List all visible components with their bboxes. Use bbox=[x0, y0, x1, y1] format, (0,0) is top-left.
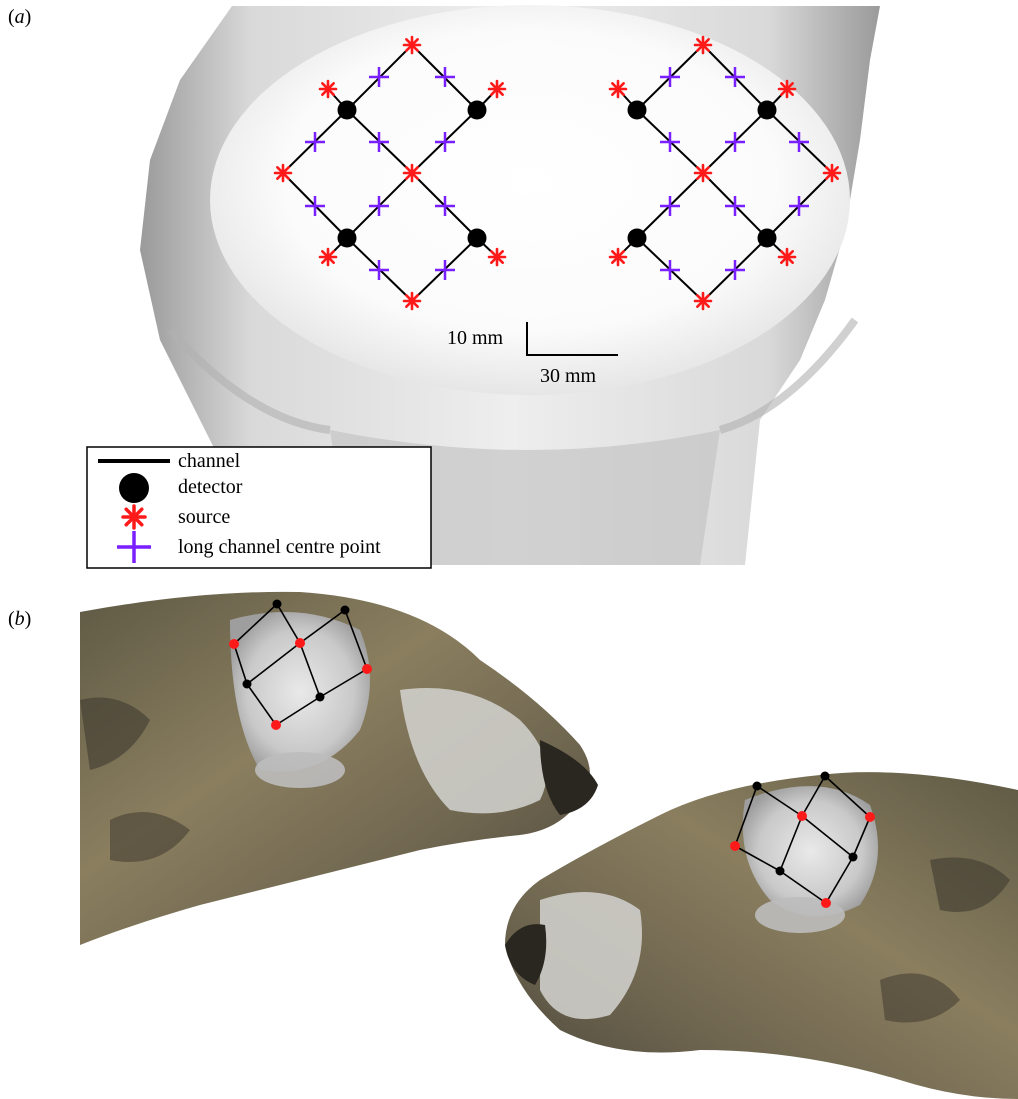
source-marker bbox=[695, 293, 711, 309]
source-marker bbox=[779, 249, 795, 265]
legend-label-detector: detector bbox=[178, 476, 243, 498]
source-marker bbox=[779, 81, 795, 97]
source-marker bbox=[865, 812, 875, 822]
source-marker bbox=[730, 841, 740, 851]
detector-marker bbox=[273, 600, 282, 609]
source-marker bbox=[295, 638, 305, 648]
detector-marker bbox=[758, 101, 777, 120]
source-marker bbox=[797, 811, 807, 821]
source-marker bbox=[695, 37, 711, 53]
seal-photo-right bbox=[505, 772, 1018, 1099]
legend-label-source: source bbox=[178, 506, 230, 528]
source-marker bbox=[824, 165, 840, 181]
detector-marker bbox=[628, 101, 647, 120]
source-marker bbox=[404, 293, 420, 309]
scale-label-30mm: 30 mm bbox=[540, 365, 597, 387]
legend-source-icon bbox=[123, 506, 145, 528]
detector-marker bbox=[468, 101, 487, 120]
source-marker bbox=[610, 249, 626, 265]
legend: channel detector source long channel cen… bbox=[87, 447, 431, 568]
source-marker bbox=[275, 165, 291, 181]
detector-marker bbox=[821, 772, 830, 781]
detector-marker bbox=[243, 680, 252, 689]
source-marker bbox=[320, 249, 336, 265]
detector-marker bbox=[341, 606, 350, 615]
legend-label-channel: channel bbox=[178, 450, 241, 472]
source-marker bbox=[320, 81, 336, 97]
detector-marker bbox=[468, 229, 487, 248]
detector-marker bbox=[338, 101, 357, 120]
detector-marker bbox=[628, 229, 647, 248]
detector-marker bbox=[849, 853, 858, 862]
source-marker bbox=[229, 639, 239, 649]
detector-marker bbox=[776, 867, 785, 876]
source-marker bbox=[489, 249, 505, 265]
source-marker bbox=[610, 81, 626, 97]
seal-photo-left bbox=[80, 592, 598, 945]
detector-marker bbox=[316, 693, 325, 702]
legend-detector-icon bbox=[119, 473, 149, 503]
source-marker bbox=[404, 165, 420, 181]
source-marker bbox=[362, 664, 372, 674]
source-marker bbox=[404, 37, 420, 53]
scale-label-10mm: 10 mm bbox=[447, 327, 504, 349]
source-marker bbox=[489, 81, 505, 97]
detector-marker bbox=[758, 229, 777, 248]
legend-label-centre-point: long channel centre point bbox=[178, 536, 381, 558]
detector-marker bbox=[753, 782, 762, 791]
detector-marker bbox=[338, 229, 357, 248]
source-marker bbox=[695, 165, 711, 181]
source-marker bbox=[821, 898, 831, 908]
source-marker bbox=[271, 720, 281, 730]
